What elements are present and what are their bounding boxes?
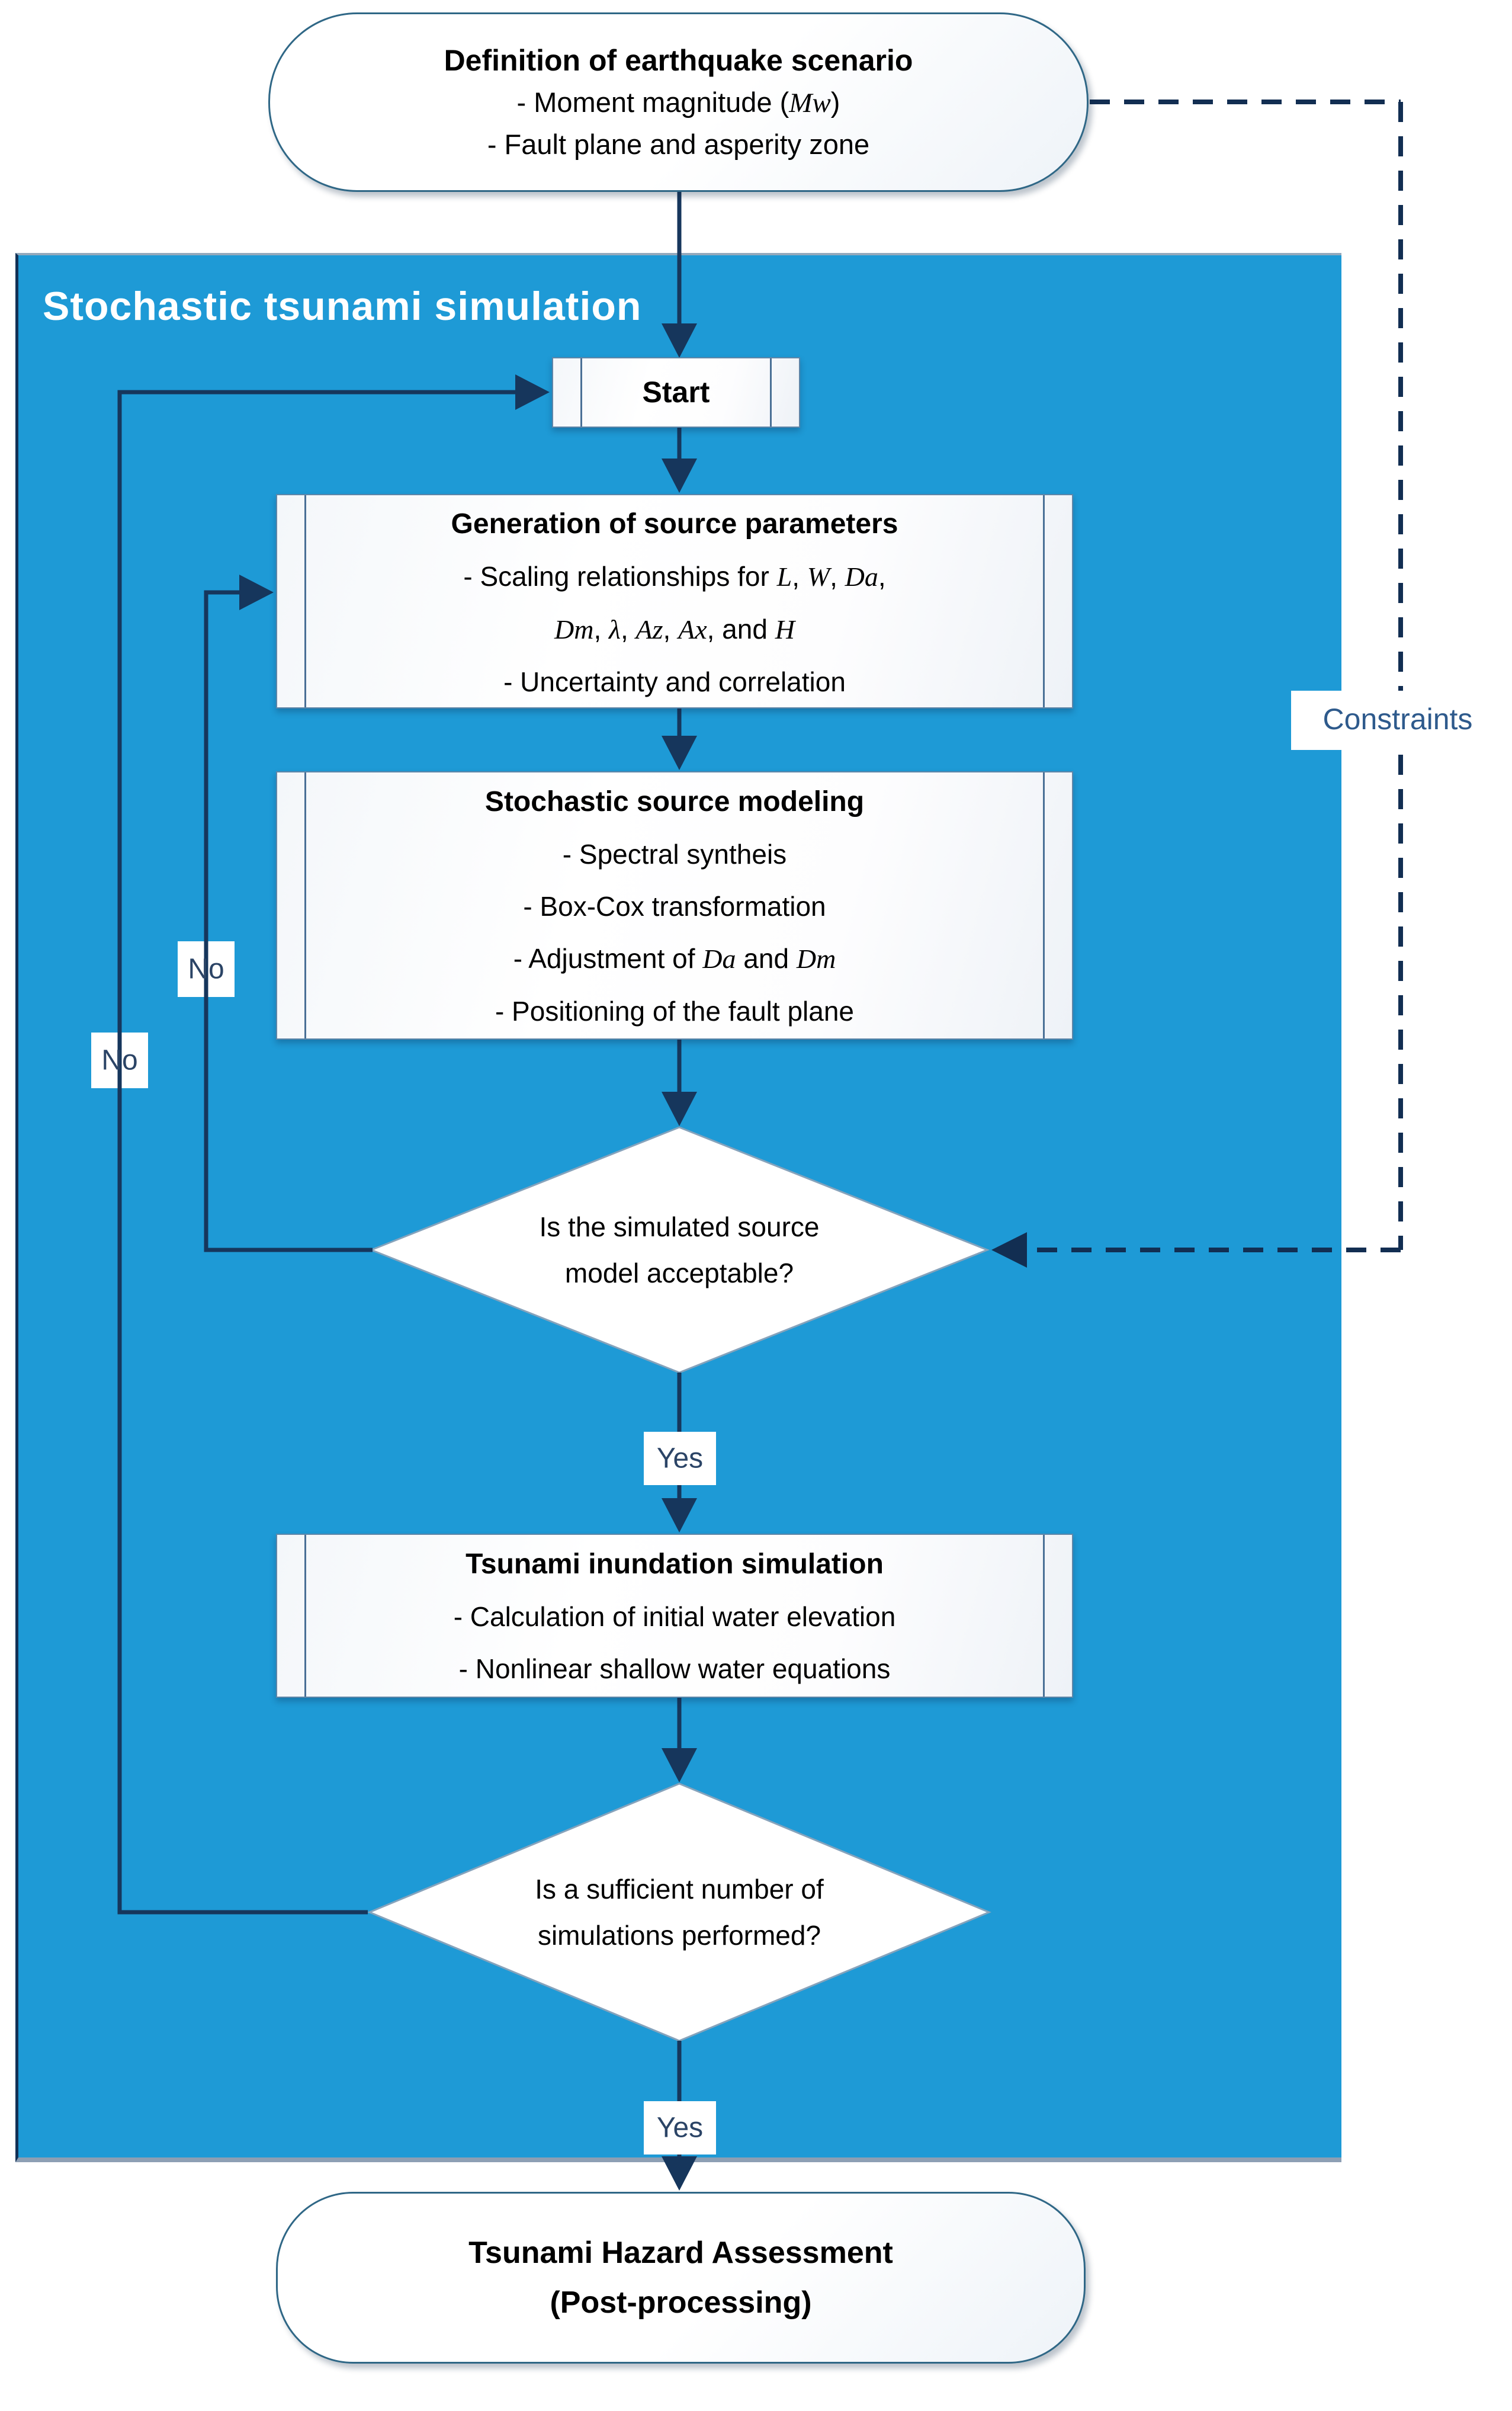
generation-left-bar	[304, 495, 306, 707]
yes-count-label-bg	[644, 2101, 716, 2154]
inundation-line-shallow-water: - Nonlinear shallow water equations	[458, 1653, 891, 1684]
start-right-bar	[770, 358, 772, 427]
node-definition-earthquake-scenario: Definition of earthquake scenario - Mome…	[268, 12, 1089, 192]
modeling-left-bar	[304, 772, 306, 1038]
constraints-label: Constraints	[1322, 703, 1473, 736]
loop-no-count	[117, 390, 515, 1915]
no-count-label: No	[101, 1044, 138, 1076]
decision-source-line2: model acceptable?	[564, 1258, 794, 1288]
arrowhead-start-to-generation	[662, 459, 697, 493]
node-stochastic-source-modeling: Stochastic source modeling - Spectral sy…	[276, 771, 1073, 1040]
node-tsunami-hazard-assessment: Tsunami Hazard Assessment (Post-processi…	[276, 2192, 1086, 2364]
node-tsunami-inundation-simulation: Tsunami inundation simulation - Calculat…	[276, 1534, 1073, 1698]
inundation-title: Tsunami inundation simulation	[466, 1548, 884, 1580]
inundation-right-bar	[1043, 1535, 1045, 1697]
decision-source-text: Is the simulated source model acceptable…	[539, 1204, 819, 1296]
loop-no-source	[204, 590, 373, 1252]
inundation-left-bar	[304, 1535, 306, 1697]
decision-count-line1: Is a sufficient number of	[535, 1874, 824, 1905]
arrowhead-modeling-to-decision	[662, 1092, 697, 1126]
arrowhead-decision-to-inundation	[662, 1498, 697, 1532]
modeling-title: Stochastic source modeling	[484, 786, 865, 817]
decision-source-line1: Is the simulated source	[539, 1211, 820, 1242]
modeling-line-spectral: - Spectral syntheis	[562, 839, 787, 870]
node-generation-source-parameters: Generation of source parameters - Scalin…	[276, 494, 1073, 708]
constraints-label-bg	[1291, 691, 1504, 750]
generation-title: Generation of source parameters	[451, 508, 898, 540]
node-start: Start	[552, 357, 800, 428]
assessment-line1: Tsunami Hazard Assessment	[468, 2236, 893, 2270]
start-label: Start	[642, 376, 710, 409]
start-left-bar	[580, 358, 582, 427]
modeling-line-positioning: - Positioning of the fault plane	[495, 996, 855, 1027]
arrowhead-decision2-to-assessment	[662, 2156, 697, 2191]
container-label: Stochastic tsunami simulation	[43, 284, 642, 329]
modeling-right-bar	[1043, 772, 1045, 1038]
scenario-title: Definition of earthquake scenario	[444, 44, 913, 77]
generation-line-uncertainty: - Uncertainty and correlation	[503, 666, 846, 697]
yes-count-label: Yes	[656, 2112, 704, 2144]
arrowhead-no-count	[515, 374, 550, 410]
arrowhead-inundation-to-decision2	[662, 1748, 697, 1782]
assessment-line2: (Post-processing)	[550, 2285, 812, 2320]
modeling-line-adjustment: - Adjustment of Da and Dm	[513, 943, 836, 974]
modeling-line-boxcox: - Box-Cox transformation	[523, 891, 826, 922]
decision-count-text: Is a sufficient number of simulations pe…	[535, 1866, 824, 1958]
generation-line-scaling: - Scaling relationships for L, W, Da,	[463, 561, 886, 592]
inundation-line-elevation: - Calculation of initial water elevation	[453, 1601, 896, 1632]
generation-line-params: Dm, λ, Az, Ax, and H	[554, 614, 795, 645]
yes-source-label: Yes	[656, 1442, 704, 1474]
arrowhead-constraints	[991, 1232, 1027, 1268]
no-source-label: No	[188, 953, 224, 985]
generation-right-bar	[1043, 495, 1045, 707]
scenario-bullet-magnitude: - Moment magnitude (Mw)	[516, 86, 840, 118]
scenario-bullet-fault: - Fault plane and asperity zone	[487, 129, 870, 160]
yes-source-label-bg	[644, 1432, 716, 1485]
arrowhead-no-source	[239, 575, 274, 610]
arrowhead-generation-to-modeling	[662, 736, 697, 770]
decision-count-line2: simulations performed?	[537, 1920, 821, 1951]
arrowhead-scenario-to-start	[662, 323, 697, 358]
